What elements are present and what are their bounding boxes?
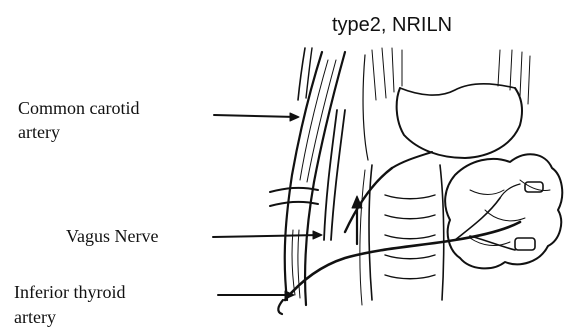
label-vagus-nerve: Vagus Nerve xyxy=(66,225,158,247)
thyroid-cartilage xyxy=(363,48,530,160)
thyroid-gland xyxy=(445,154,562,268)
label-inferior-thyroid-line1: Inferior thyroid xyxy=(14,281,125,303)
vagus-nerve xyxy=(324,110,345,240)
label-common-carotid-line1: Common carotid xyxy=(18,97,139,119)
figure-title: type2, NRILN xyxy=(332,14,452,37)
label-common-carotid-line2: artery xyxy=(18,121,60,143)
label-inferior-thyroid-line2: artery xyxy=(14,306,56,328)
